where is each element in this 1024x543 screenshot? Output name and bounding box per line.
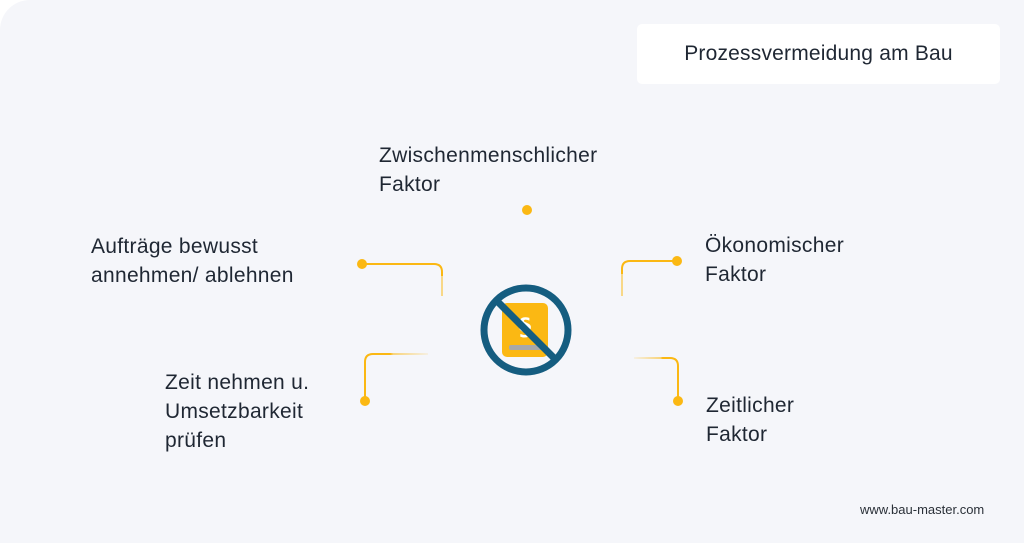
title-box: Prozessvermeidung am Bau (637, 24, 1000, 84)
factor-auftraege: Aufträge bewusst annehmen/ ablehnen (91, 235, 294, 287)
connector-dot (673, 396, 683, 406)
connector-lower-left (360, 353, 428, 406)
footer-url: www.bau-master.com (860, 502, 985, 517)
connector-upper-left (357, 259, 443, 296)
factor-oekonomisch: Ökonomischer Faktor (705, 234, 844, 286)
connector-dot (672, 256, 682, 266)
factor-zwischenmenschlich: Zwischenmenschlicher Faktor (379, 144, 598, 196)
factor-zeit-nehmen: Zeit nehmen u. Umsetzbarkeit prüfen (165, 371, 310, 452)
connector-upper-right (621, 256, 682, 296)
factor-zeitlich: Zeitlicher Faktor (706, 394, 795, 446)
connector-dot (357, 259, 367, 269)
diagram-title: Prozessvermeidung am Bau (684, 42, 953, 65)
no-law-book-icon: § (480, 284, 572, 376)
connector-top (522, 205, 532, 250)
connector-dot (360, 396, 370, 406)
connector-dot (522, 205, 532, 215)
connector-lower-right (634, 357, 683, 406)
